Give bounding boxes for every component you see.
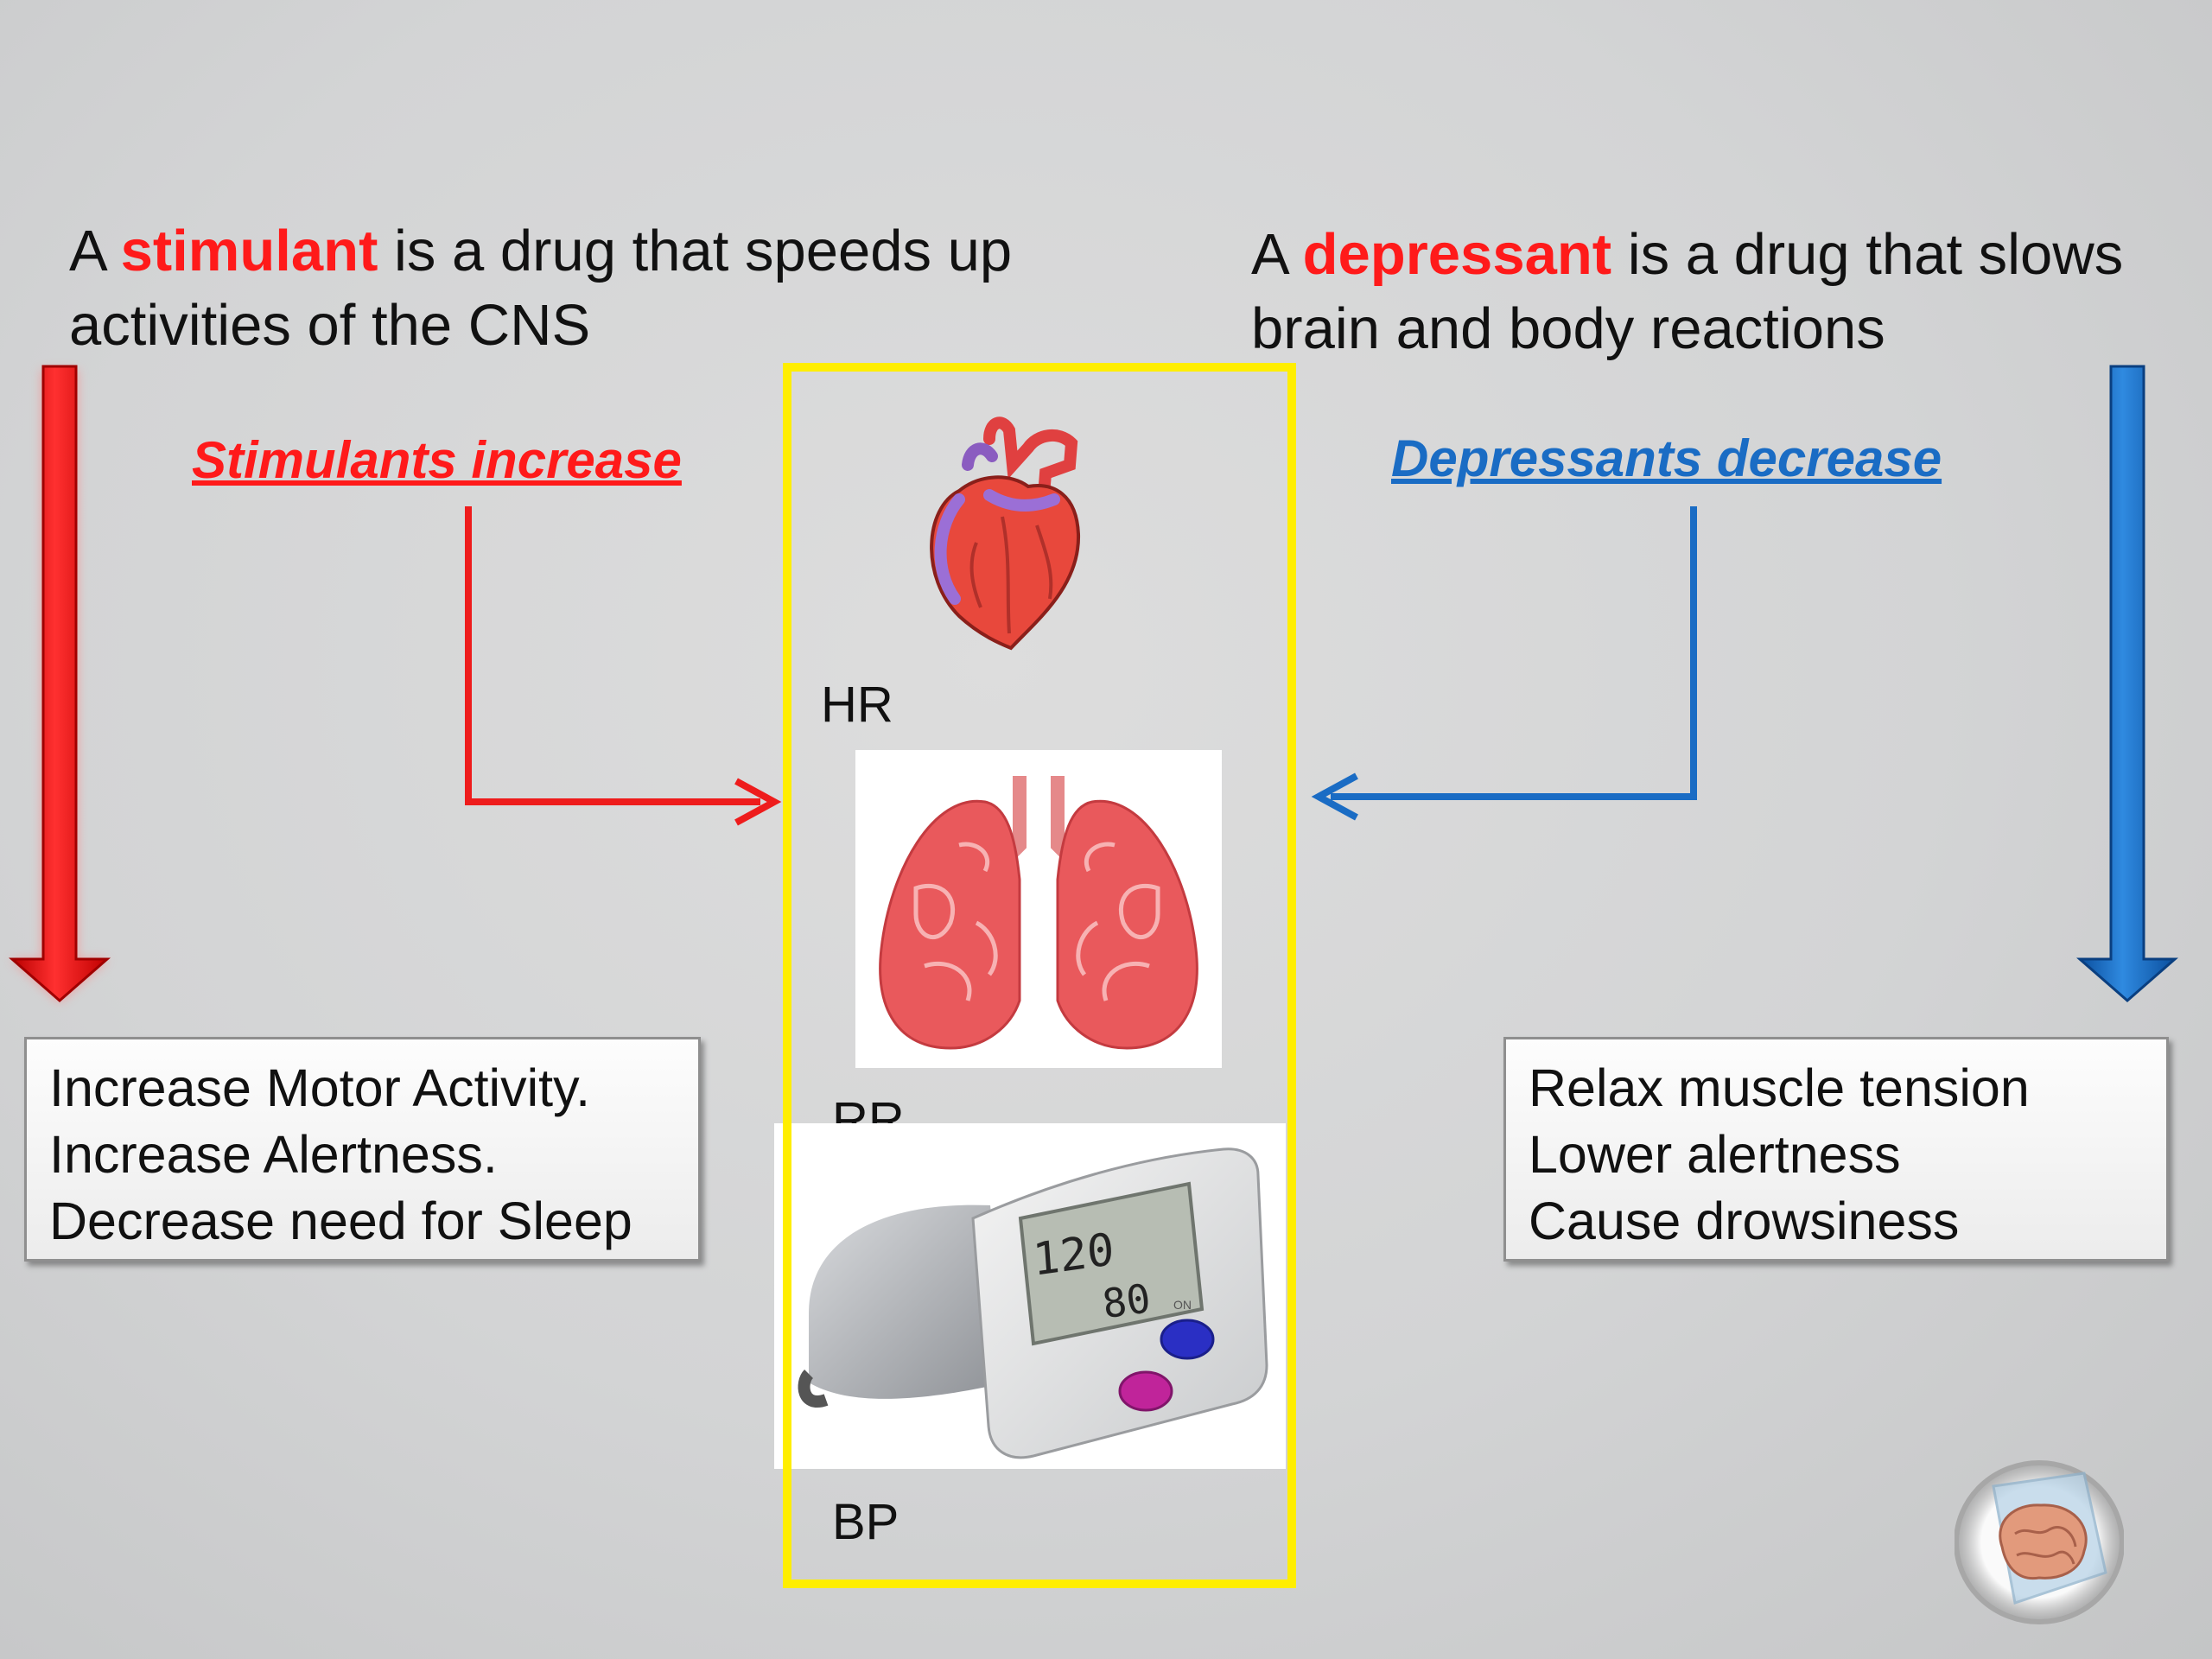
stimulant-keyword: stimulant xyxy=(120,219,378,283)
monitor-diastolic-value: 80 xyxy=(1099,1274,1153,1327)
depressant-keyword: depressant xyxy=(1302,222,1612,287)
blood-pressure-label: BP xyxy=(832,1494,899,1550)
depressant-down-arrow xyxy=(2076,365,2178,1002)
brain-in-ice-icon xyxy=(1955,1460,2124,1624)
lungs-image xyxy=(855,750,1222,1068)
blood-pressure-monitor-icon: 120 80 ON xyxy=(798,1147,1268,1459)
depressant-effect: Lower alertness xyxy=(1529,1125,1901,1184)
heart-icon xyxy=(930,416,1081,651)
depressants-decrease-heading: Depressants decrease xyxy=(1391,429,1942,487)
depressant-definition: A depressant is a drug that slows brain … xyxy=(1251,222,2124,361)
stimulant-effects-box: Increase Motor Activity. Increase Alertn… xyxy=(24,1037,701,1262)
stimulant-down-arrow xyxy=(9,365,111,1002)
stimulant-effect: Increase Motor Activity. xyxy=(49,1058,591,1117)
vitals-frame xyxy=(783,363,1296,1588)
stimulant-definition: A stimulant is a drug that speeds up act… xyxy=(69,219,1013,358)
monitor-on-label: ON xyxy=(1173,1298,1192,1312)
stimulant-effect: Increase Alertness. xyxy=(49,1125,498,1184)
depressant-connector-arrow xyxy=(1311,506,1697,821)
monitor-systolic-value: 120 xyxy=(1031,1224,1116,1286)
stimulant-connector-arrow xyxy=(465,506,782,826)
depressant-effects-box: Relax muscle tension Lower alertness Cau… xyxy=(1503,1037,2169,1262)
depressant-effect: Cause drowsiness xyxy=(1529,1192,1960,1250)
heart-rate-label: HR xyxy=(821,677,893,733)
stimulants-increase-heading: Stimulants increase xyxy=(192,431,682,489)
blood-pressure-monitor-image: 120 80 ON xyxy=(774,1123,1286,1469)
stimulant-effect: Decrease need for Sleep xyxy=(49,1192,632,1250)
lungs-icon xyxy=(879,776,1198,1050)
depressant-effect: Relax muscle tension xyxy=(1529,1058,2030,1117)
